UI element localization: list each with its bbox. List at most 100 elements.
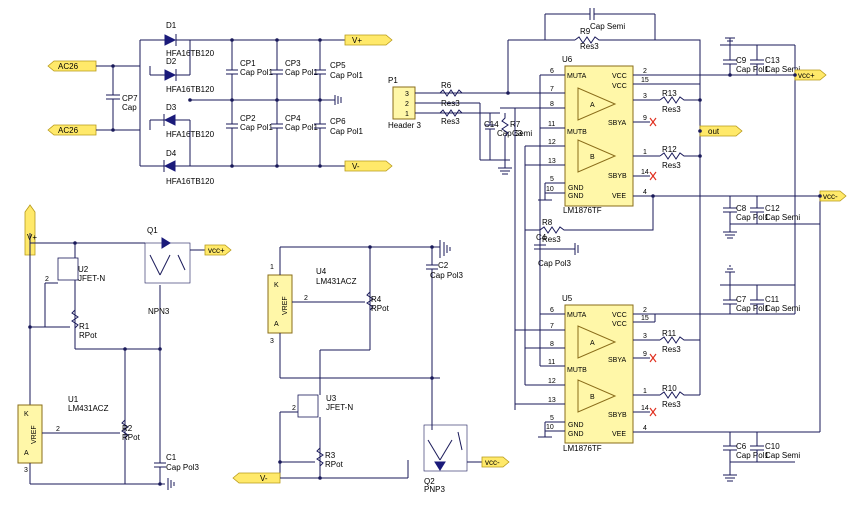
u6-value: LM1876TF bbox=[563, 206, 602, 215]
c4-ref: C4 bbox=[536, 233, 547, 242]
u5-value: LM1876TF bbox=[563, 444, 602, 453]
c10-ref: C10 bbox=[765, 442, 780, 451]
cp2-ref: CP2 bbox=[240, 114, 256, 123]
c9-value: Cap Pol1 bbox=[736, 65, 769, 74]
u3-pin2: 2 bbox=[292, 405, 296, 412]
u5-pin10: 10 bbox=[546, 424, 554, 431]
u5-vcc1: VCC bbox=[612, 312, 627, 319]
r1-ref: R1 bbox=[79, 322, 90, 331]
u5-b-label: B bbox=[590, 394, 595, 401]
c-semi-feedback-value: Cap Semi bbox=[590, 22, 625, 31]
c10-value: Cap Semi bbox=[765, 451, 800, 460]
r13-value: Res3 bbox=[662, 105, 681, 114]
r9-value: Res3 bbox=[580, 42, 599, 51]
u5-pin3: 3 bbox=[643, 333, 647, 340]
u5-a-label: A bbox=[590, 340, 595, 347]
u5-pin1: 1 bbox=[643, 388, 647, 395]
u6-pin10: 10 bbox=[546, 186, 554, 193]
u5-chip-body bbox=[564, 304, 634, 444]
u2-value: JFET-N bbox=[78, 274, 105, 283]
u6-vee: VEE bbox=[612, 193, 626, 200]
q1-value: NPN3 bbox=[148, 307, 170, 316]
u6-a-label: A bbox=[590, 102, 595, 109]
u6-sbya: SBYA bbox=[608, 120, 626, 127]
c7-ref: C7 bbox=[736, 295, 747, 304]
c8-ref: C8 bbox=[736, 204, 747, 213]
vcc-minus-right-label: vcc- bbox=[823, 192, 838, 201]
u6-vcc2: VCC bbox=[612, 83, 627, 90]
u6-gnd2: GND bbox=[568, 193, 584, 200]
u5-pin12: 12 bbox=[548, 378, 556, 385]
u5-sbya: SBYA bbox=[608, 357, 626, 364]
d1-ref: D1 bbox=[166, 21, 177, 30]
u6-pin5: 5 bbox=[550, 176, 554, 183]
u6-pin6: 6 bbox=[550, 68, 554, 75]
vminus-top-port bbox=[344, 160, 393, 172]
p1-pin-2: 2 bbox=[405, 101, 409, 108]
cp4-ref: CP4 bbox=[285, 114, 301, 123]
p1-pin-3: 3 bbox=[405, 91, 409, 98]
u6-pin12: 12 bbox=[548, 139, 556, 146]
u6-pin7: 7 bbox=[550, 86, 554, 93]
r11-value: Res3 bbox=[662, 345, 681, 354]
u2-jfet-body bbox=[57, 257, 79, 281]
q2-value: PNP3 bbox=[424, 485, 445, 494]
u5-pin13: 13 bbox=[548, 397, 556, 404]
cp6-value: Cap Pol1 bbox=[330, 127, 363, 136]
c13-value: Cap Semi bbox=[765, 65, 800, 74]
u6-pin4: 4 bbox=[643, 189, 647, 196]
c2-value: Cap Pol3 bbox=[430, 271, 463, 280]
cp2-value: Cap Pol1 bbox=[240, 123, 273, 132]
u5-pin8: 8 bbox=[550, 341, 554, 348]
c11-value: Cap Semi bbox=[765, 304, 800, 313]
u6-pin8: 8 bbox=[550, 101, 554, 108]
p1-pin-1: 1 bbox=[405, 111, 409, 118]
u1-ref: U1 bbox=[68, 395, 79, 404]
q2-ref: Q2 bbox=[424, 477, 435, 486]
u5-ref: U5 bbox=[562, 294, 573, 303]
u6-opamp-a bbox=[577, 87, 617, 121]
r8-ref: R8 bbox=[542, 218, 553, 227]
cp6-ref: CP6 bbox=[330, 117, 346, 126]
u6-pin2: 2 bbox=[643, 68, 647, 75]
d3-ref: D3 bbox=[166, 103, 177, 112]
power-supply-section: AC26 AC26 CP7 Cap D1 HFA16TB120 D2 HFA16… bbox=[47, 21, 393, 186]
u4-a: A bbox=[274, 321, 279, 328]
r10-ref: R10 bbox=[662, 384, 677, 393]
u6-pin11: 11 bbox=[548, 121, 555, 128]
q2-transistor-box bbox=[423, 424, 468, 472]
p1-ref: P1 bbox=[388, 76, 398, 85]
vminus-top-label: V- bbox=[352, 162, 360, 171]
u5-pin7: 7 bbox=[550, 323, 554, 330]
r13-ref: R13 bbox=[662, 89, 677, 98]
u5-pin6: 6 bbox=[550, 307, 554, 314]
c12-value: Cap Semi bbox=[765, 213, 800, 222]
cp1-ref: CP1 bbox=[240, 59, 256, 68]
vplus-top-label: V+ bbox=[352, 36, 362, 45]
cp3-ref: CP3 bbox=[285, 59, 301, 68]
u6-opamp-b bbox=[577, 139, 617, 173]
vcc-plus-q1-label: vcc+ bbox=[208, 246, 225, 255]
u6-amplifier: U6 LM1876TF MUTA VCC VCC MUTB SBYA SBYB … bbox=[500, 8, 743, 410]
u5-vcc2: VCC bbox=[612, 321, 627, 328]
u5-amplifier: U5 LM1876TF MUTA VCC VCC MUTB SBYA SBYB … bbox=[515, 75, 720, 453]
u5-pin11: 11 bbox=[548, 359, 555, 366]
r6-ref: R6 bbox=[441, 81, 452, 90]
cp4-value: Cap Pol1 bbox=[285, 123, 318, 132]
c13-ref: C13 bbox=[765, 56, 780, 65]
u6-sbyb: SBYB bbox=[608, 173, 627, 180]
cp1-value: Cap Pol1 bbox=[240, 68, 273, 77]
c2-ref: C2 bbox=[438, 261, 449, 270]
u6-pin3: 3 bbox=[643, 93, 647, 100]
u5-mutb: MUTB bbox=[567, 367, 587, 374]
vminus-bottom-label: V- bbox=[260, 474, 268, 483]
u5-gnd2: GND bbox=[568, 431, 584, 438]
u1-lm431-body bbox=[17, 404, 43, 464]
r12-value: Res3 bbox=[662, 161, 681, 170]
u6-vcc1: VCC bbox=[612, 73, 627, 80]
u1-pin3: 3 bbox=[24, 467, 28, 474]
u6-muta: MUTA bbox=[567, 73, 587, 80]
u4-pin1: 1 bbox=[270, 264, 274, 271]
ac26-bottom-label: AC26 bbox=[58, 126, 79, 135]
